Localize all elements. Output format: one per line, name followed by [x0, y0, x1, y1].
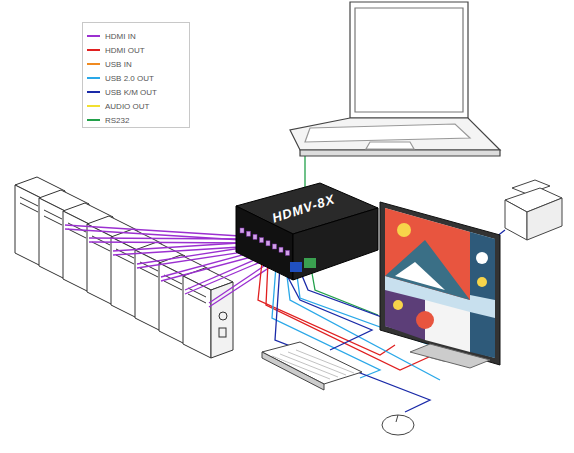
monitor — [380, 202, 500, 368]
mouse — [382, 415, 414, 435]
computer-towers — [15, 177, 233, 358]
laptop — [290, 2, 500, 156]
legend-entry: AUDIO OUT — [87, 99, 185, 113]
legend-swatch — [87, 91, 100, 93]
printer — [505, 180, 562, 240]
legend-swatch — [87, 63, 100, 65]
legend-label: AUDIO OUT — [105, 102, 149, 111]
legend-entry: USB 2.0 OUT — [87, 71, 185, 85]
legend-label: USB K/M OUT — [105, 88, 157, 97]
legend-label: USB IN — [105, 60, 132, 69]
legend-label: HDMI IN — [105, 32, 136, 41]
legend-swatch — [87, 35, 100, 37]
keyboard — [262, 342, 362, 390]
legend-label: HDMI OUT — [105, 46, 145, 55]
legend-swatch — [87, 105, 100, 107]
legend-entry: HDMI IN — [87, 29, 185, 43]
computer-tower — [183, 268, 233, 358]
legend-swatch — [87, 77, 100, 79]
legend-entry: HDMI OUT — [87, 43, 185, 57]
legend-entry: USB K/M OUT — [87, 85, 185, 99]
legend-swatch — [87, 49, 100, 51]
cables — [65, 118, 505, 412]
legend-swatch — [87, 119, 100, 121]
kvm-switch — [236, 183, 378, 280]
legend-label: RS232 — [105, 116, 129, 125]
legend-entry: RS232 — [87, 113, 185, 127]
legend-box: HDMI IN HDMI OUT USB IN USB 2.0 OUT USB K/M … — [82, 22, 190, 128]
legend-entry: USB IN — [87, 57, 185, 71]
legend-label: USB 2.0 OUT — [105, 74, 154, 83]
